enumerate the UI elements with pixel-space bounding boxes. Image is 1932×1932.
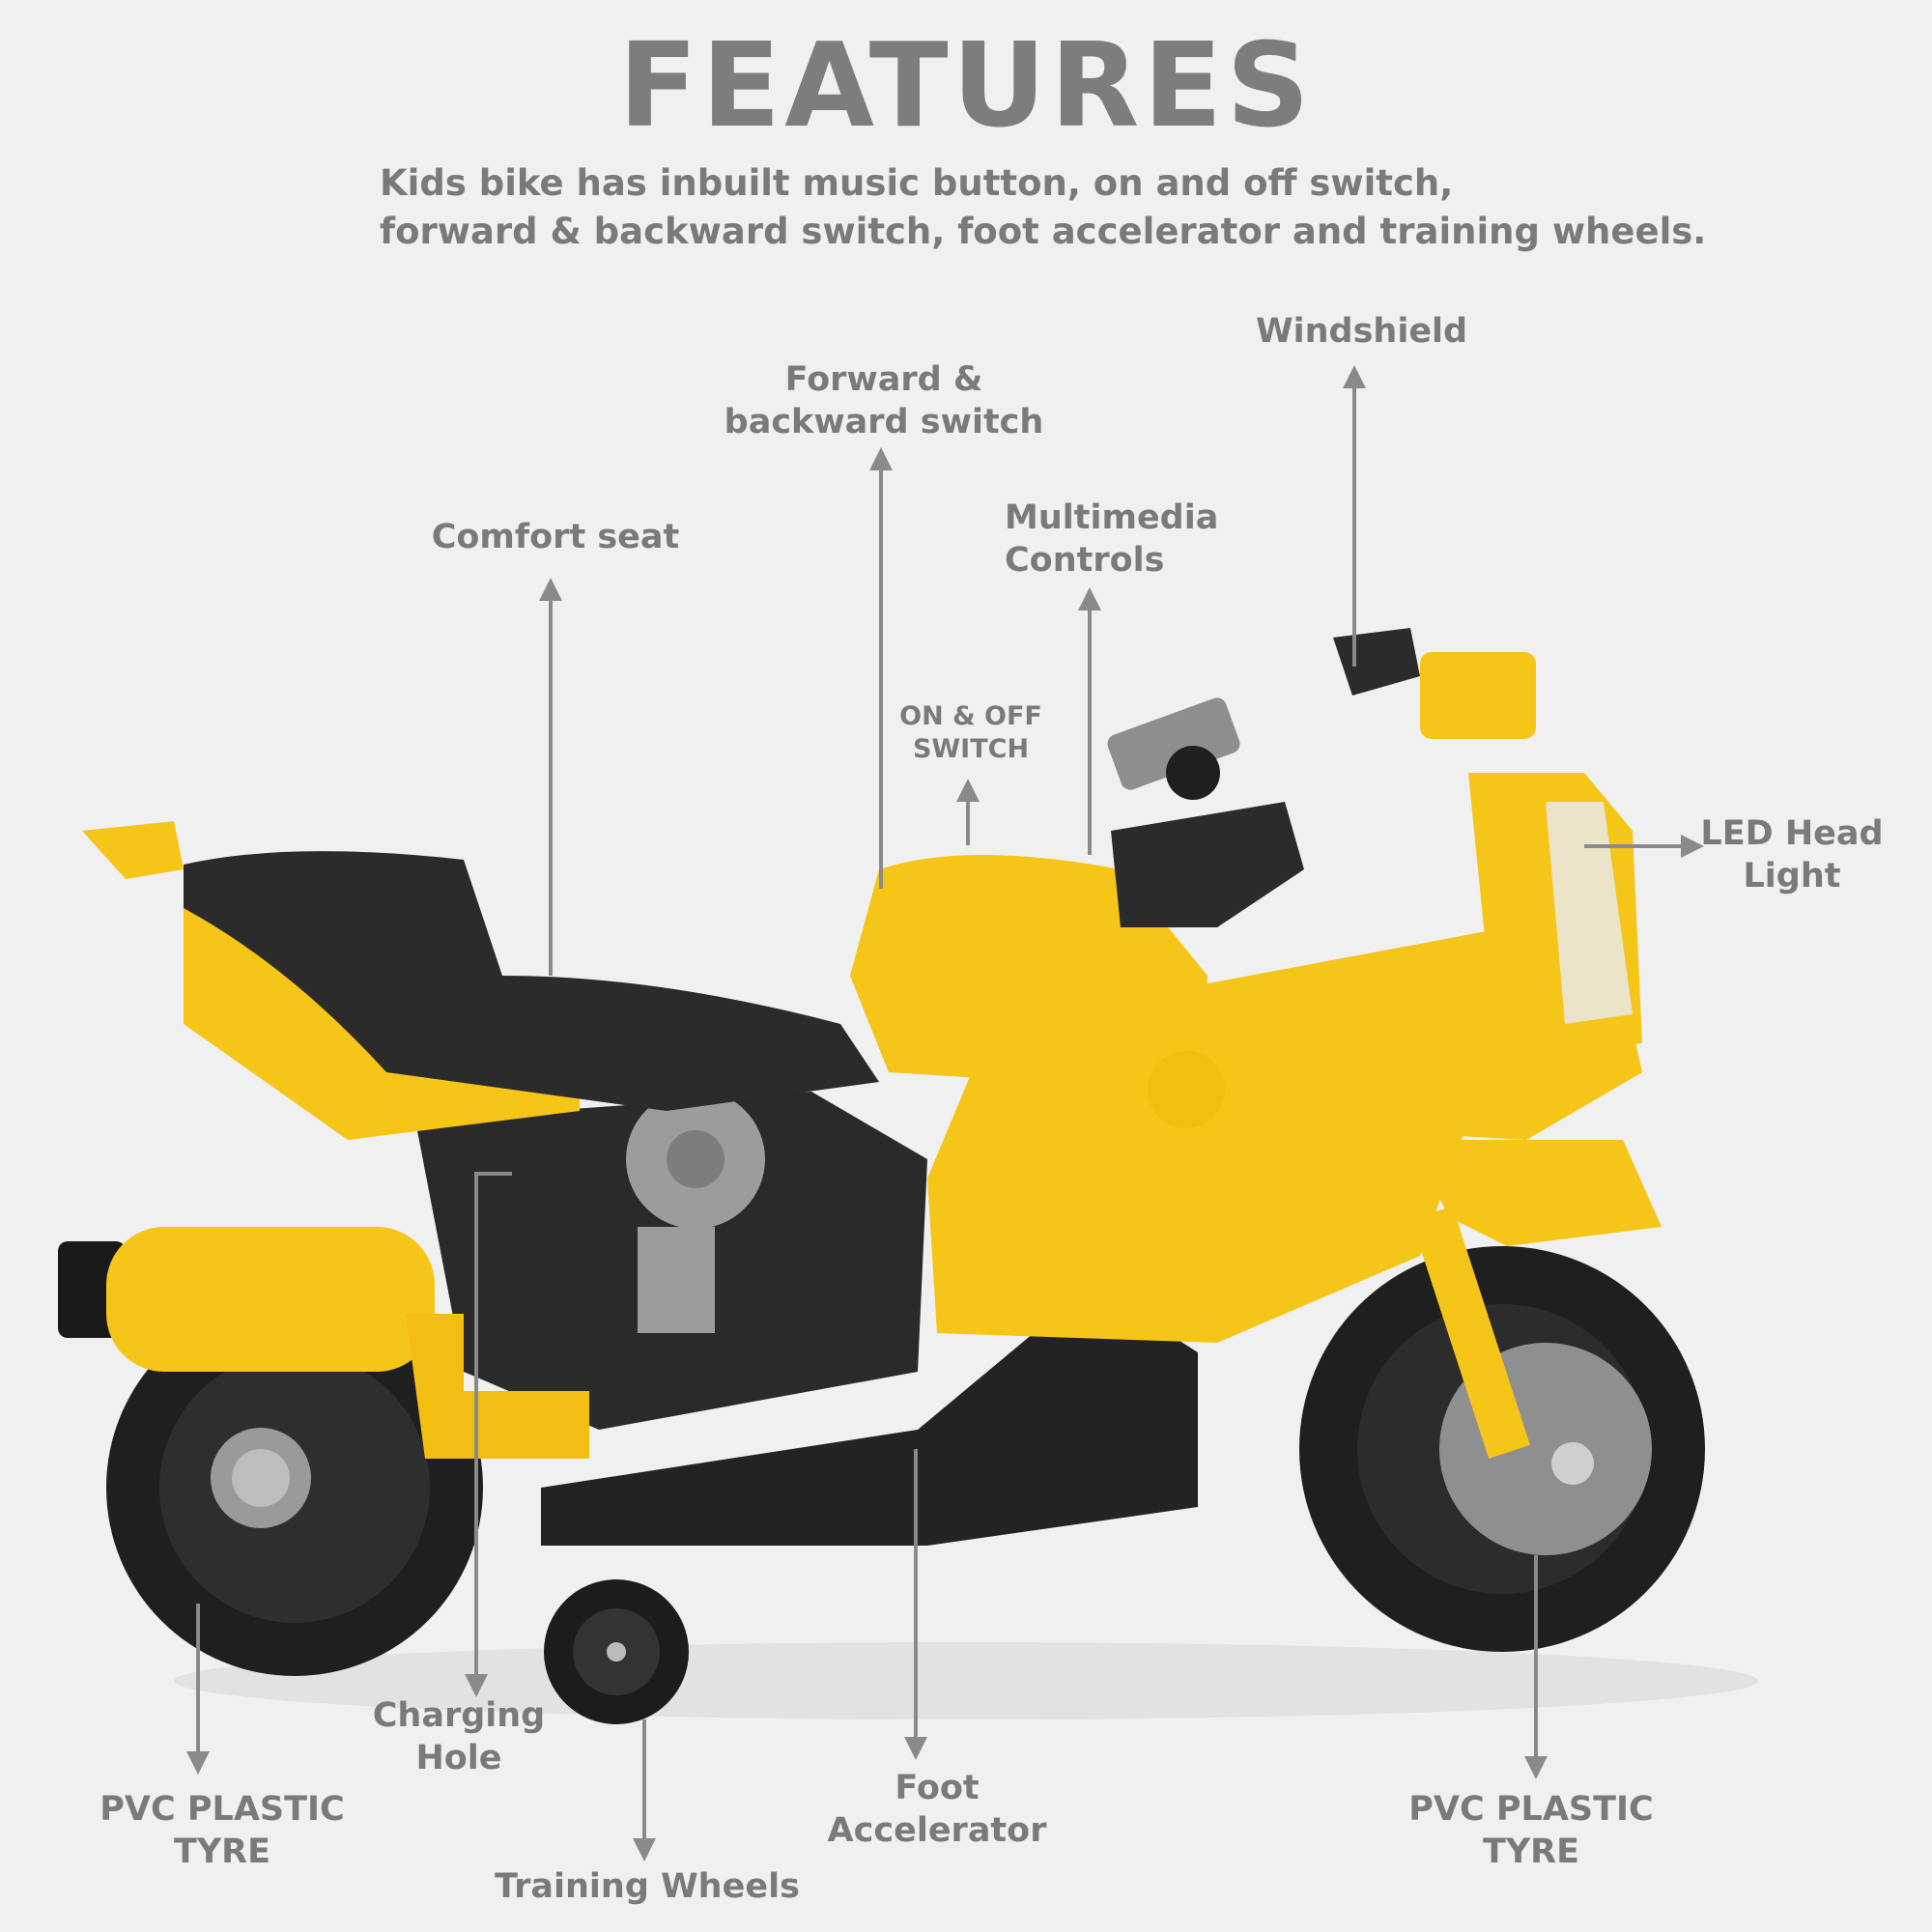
rear-wheel <box>106 1299 483 1676</box>
callout-windshield: Windshield <box>1256 312 1468 351</box>
subtitle-line-1: Kids bike has inbuilt music button, on a… <box>380 162 1454 204</box>
callout-training-wheels: Training Wheels <box>495 1867 800 1906</box>
callout-on-off-switch: ON & OFF SWITCH <box>899 701 1042 764</box>
callout-front-tyre: PVC PLASTIC TYRE <box>1408 1790 1654 1871</box>
callout-forward-backward-switch: Forward & backward switch <box>724 360 1044 441</box>
callout-charging-hole: Charging Hole <box>372 1696 546 1777</box>
callout-multimedia-controls: Multimedia Controls <box>1005 498 1219 580</box>
callout-rear-tyre: PVC PLASTIC TYRE <box>99 1790 345 1871</box>
page-title: FEATURES <box>618 19 1314 154</box>
callout-foot-accelerator: Foot Accelerator <box>827 1769 1047 1850</box>
callout-comfort-seat: Comfort seat <box>431 518 680 556</box>
subtitle-line-2: forward & backward switch, foot accelera… <box>380 211 1707 252</box>
training-wheel <box>544 1579 689 1724</box>
callout-led-head-light: LED Head Light <box>1700 814 1884 895</box>
